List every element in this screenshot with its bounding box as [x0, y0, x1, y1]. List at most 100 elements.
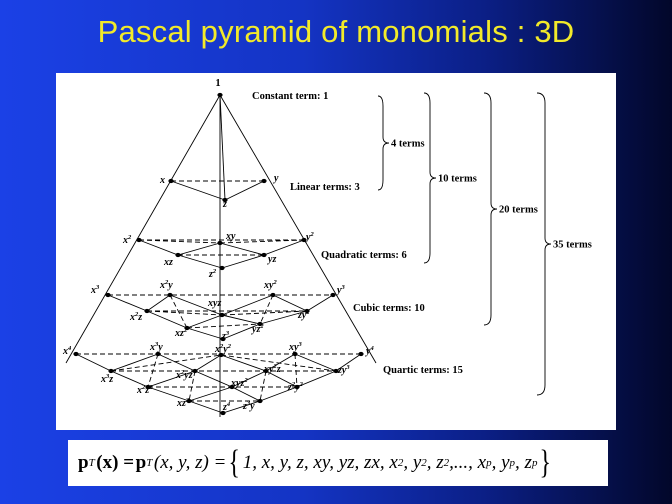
formula-exp: p [486, 457, 492, 469]
formula-p: p [78, 452, 89, 473]
brace-labels: 4 terms 10 terms 20 terms 35 terms [391, 139, 592, 251]
monomial-label: xyz2 [230, 377, 248, 389]
vertex-dot [222, 197, 228, 203]
edge [188, 400, 224, 414]
formula-sup2: T [146, 457, 153, 469]
edge [259, 294, 274, 325]
vertex-dot [220, 336, 226, 342]
edge [110, 353, 159, 372]
monomial-label: z3 [221, 330, 230, 342]
monomial-label: x2 [122, 234, 132, 246]
edge [147, 370, 196, 388]
monomial-label: y2 [305, 231, 314, 243]
brace-label: 20 terms [499, 205, 538, 216]
monomial-label: xy2 [263, 279, 277, 291]
monomial-label: yz [267, 254, 276, 265]
pyramid-edges [65, 94, 377, 417]
monomial-label: z4 [222, 401, 231, 413]
monomial-label: x [159, 175, 165, 186]
edge [147, 386, 190, 402]
vertex-dot [304, 308, 310, 314]
formula-arg2: (x, y, z) = [153, 452, 227, 473]
formula-exp: 2 [443, 457, 450, 469]
monomial-label: x4 [62, 345, 72, 357]
edge [219, 239, 305, 244]
vertex-dot [155, 351, 161, 357]
monomial-label: xy3 [288, 341, 302, 353]
edge [188, 386, 233, 402]
vertex-dot [358, 351, 364, 357]
edge [221, 254, 265, 269]
edge [220, 354, 267, 372]
formula-body-e: , y [491, 452, 510, 473]
edge [259, 386, 298, 402]
monomial-label: z2 [208, 268, 217, 280]
brace-label: 10 terms [438, 174, 477, 185]
vertex-dot [186, 398, 192, 404]
brace-label: 4 terms [391, 139, 425, 150]
level-label: Constant term: 1 [252, 91, 328, 102]
monomial-label: xy2z [263, 363, 281, 375]
edge [138, 239, 179, 256]
pyramid-vertices [73, 92, 364, 416]
monomial-label: z2y2 [287, 381, 304, 393]
monomial-label: x2yz [175, 369, 193, 381]
formula-body-d: ,..., x [449, 452, 487, 473]
monomial-label: zy3 [337, 364, 350, 376]
vertex-dot [220, 410, 226, 416]
formula-exp: 2 [397, 457, 404, 469]
monomial-label: x3z [100, 373, 113, 385]
level-label: Quadratic terms: 6 [321, 250, 407, 261]
edge [219, 94, 226, 201]
edge [75, 353, 112, 372]
monomial-label: x2y2 [214, 343, 232, 355]
edge [294, 353, 337, 372]
edge [221, 310, 308, 316]
edge [265, 370, 298, 388]
monomial-label: x3 [90, 284, 100, 296]
edge [194, 354, 222, 372]
vertex-dot [105, 292, 111, 298]
edge [65, 94, 221, 364]
monomial-label: x2y [159, 279, 173, 291]
vertex-dot [301, 237, 307, 243]
vertex-dot [184, 325, 190, 331]
monomial-label: y3 [336, 284, 345, 296]
vertex-dot [257, 398, 263, 404]
brace-label: 35 terms [553, 240, 592, 251]
vertex-dot [168, 178, 174, 184]
vertex-dot [218, 352, 224, 358]
monomial-label: 1 [215, 78, 220, 89]
monomial-label: xz [163, 257, 173, 268]
monomial-label: zy2 [297, 309, 310, 321]
edge [219, 94, 377, 364]
edge [110, 370, 149, 388]
monomial-label: y4 [365, 345, 374, 357]
edge [138, 239, 221, 244]
vertex-dot [333, 368, 339, 374]
edge [335, 353, 362, 372]
vertex-dot [192, 368, 198, 374]
edge [157, 353, 196, 372]
edge [186, 323, 261, 329]
term-braces [377, 92, 552, 396]
edge [147, 353, 159, 388]
formula-body-c: , z [426, 452, 444, 473]
edge [221, 294, 274, 316]
formula-right-brace: } [539, 444, 552, 481]
edge [219, 242, 265, 256]
formula-body-a: 1, x, y, z, xy, yz, zx, x [242, 452, 398, 473]
formula-exp: 2 [421, 457, 427, 469]
edge [294, 353, 298, 388]
edge [224, 180, 265, 201]
formula-left-brace: { [228, 444, 241, 481]
formula-p2: p [135, 452, 147, 473]
vertex-dot [229, 384, 235, 390]
vertex-dot [175, 252, 181, 258]
edge [188, 370, 196, 402]
edge [107, 294, 148, 312]
vertex-dot [136, 237, 142, 243]
